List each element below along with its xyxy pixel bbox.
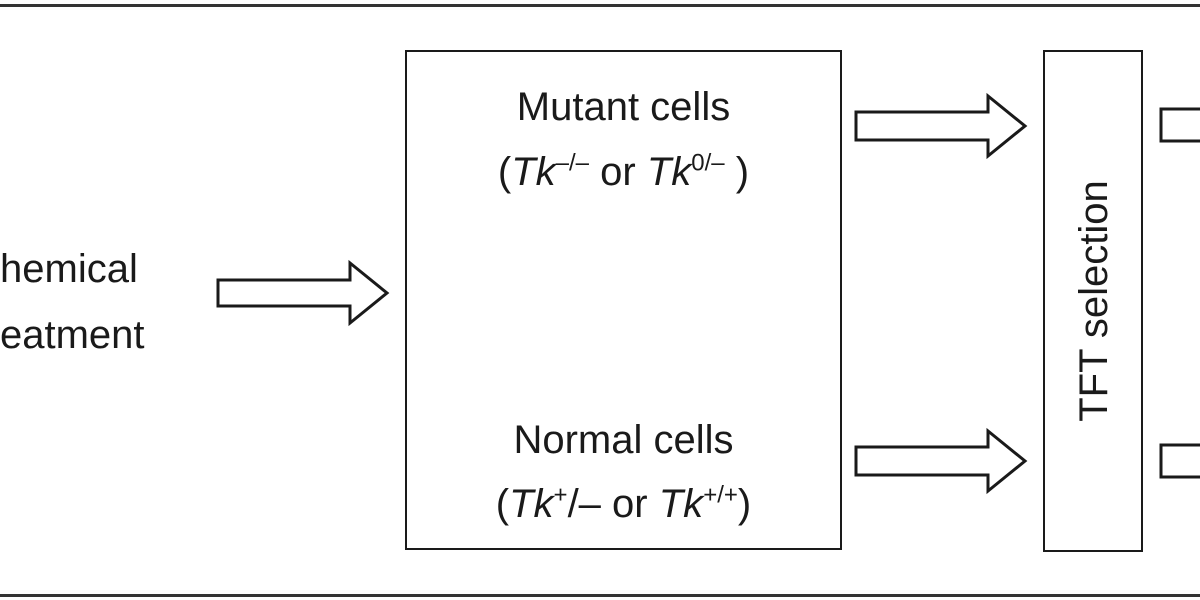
normal-cells-genotype: (Tk+/– or Tk+/+) bbox=[495, 481, 752, 526]
bottom-border bbox=[0, 594, 1200, 597]
treatment-line-1: hemical bbox=[0, 247, 138, 291]
cells-box: Mutant cells (Tk–/– or Tk0/– ) Normal ce… bbox=[405, 50, 842, 550]
normal-cells-title: Normal cells bbox=[513, 418, 734, 462]
arrow-mutant-to-selection bbox=[854, 92, 1028, 160]
arrow-out-upper bbox=[1159, 107, 1200, 143]
treatment-line-2: eatment bbox=[0, 313, 145, 357]
arrow-normal-to-selection bbox=[854, 427, 1028, 495]
tft-selection-label: TFT selection bbox=[1072, 180, 1116, 422]
arrow-to-cells-box bbox=[216, 259, 390, 327]
tft-selection-box bbox=[1043, 50, 1143, 552]
arrow-out-lower bbox=[1159, 443, 1200, 479]
mutant-cells-genotype: (Tk–/– or Tk0/– ) bbox=[497, 149, 750, 194]
top-border bbox=[0, 4, 1200, 7]
mutant-cells-title: Mutant cells bbox=[516, 85, 731, 129]
